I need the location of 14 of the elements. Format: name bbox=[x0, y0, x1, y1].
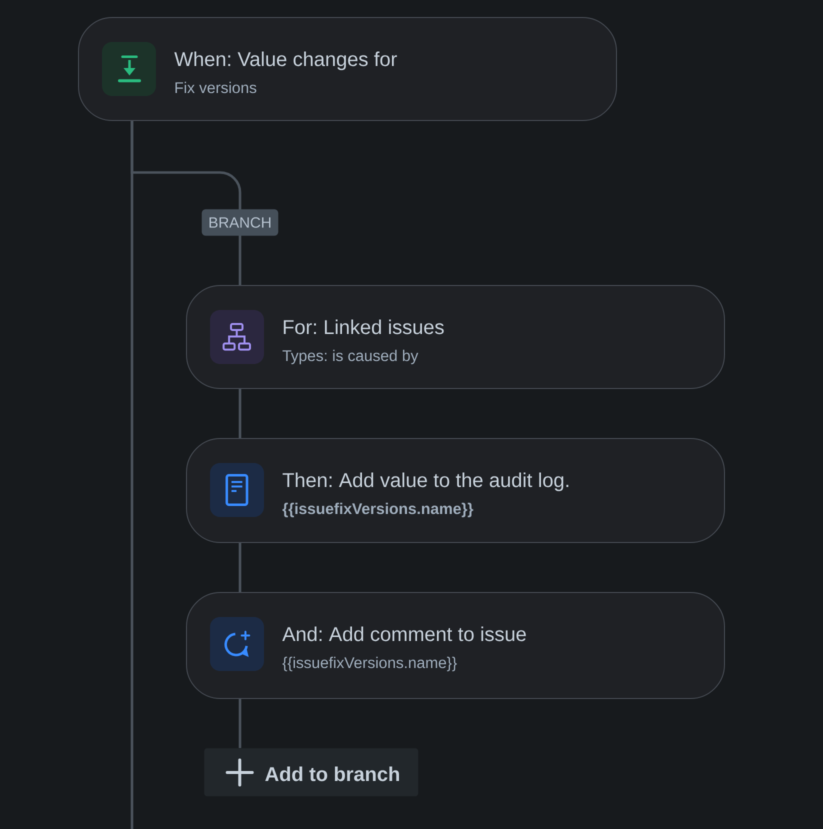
card-title: And: Add comment to issue bbox=[282, 626, 526, 642]
add-button: Add to branch bbox=[204, 748, 418, 796]
card-title: For: Linked issues bbox=[284, 320, 444, 334]
card-subtitle: {{issuefixVersions.name}} bbox=[282, 656, 457, 672]
connector-line bbox=[130, 121, 134, 829]
edge-label: BRANCH bbox=[202, 209, 278, 236]
connector-line bbox=[238, 543, 242, 592]
connector-line bbox=[238, 699, 242, 748]
card-subtitle: Types: is caused by bbox=[282, 350, 418, 364]
card-title: When: Value changes for bbox=[174, 52, 397, 70]
connector-line bbox=[238, 389, 242, 438]
card-title: Then: Add value to the audit log. bbox=[282, 472, 568, 492]
card-subtitle: Fix versions bbox=[175, 82, 256, 94]
card-subtitle: {{issuefixVersions.name}} bbox=[282, 502, 474, 518]
